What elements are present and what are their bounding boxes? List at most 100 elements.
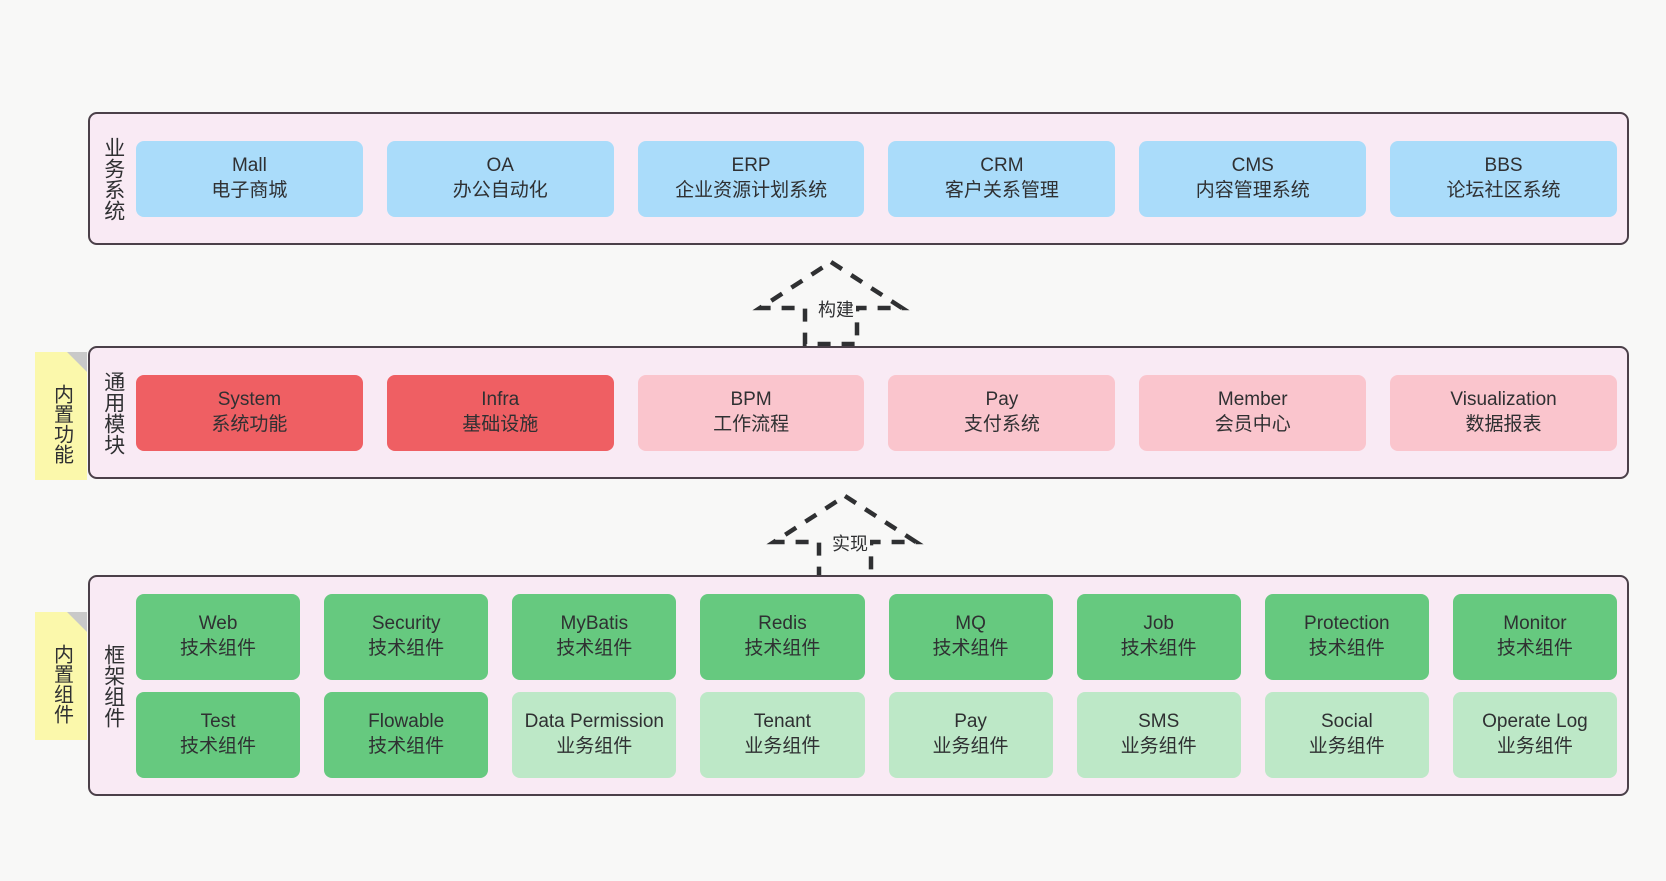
component-card-title: Redis <box>758 613 807 635</box>
component-card-subtitle: 技术组件 <box>1308 637 1385 659</box>
module-card-title: CRM <box>980 155 1024 177</box>
component-card-title: Test <box>200 711 236 733</box>
module-card-member[interactable]: Member 会员中心 <box>1139 374 1367 451</box>
component-card-title: Operate Log <box>1482 711 1588 733</box>
component-card-subtitle: 技术组件 <box>1496 637 1573 659</box>
component-card-monitor[interactable]: Monitor 技术组件 <box>1452 593 1617 680</box>
module-card-subtitle: 工作流程 <box>713 413 790 435</box>
module-card-erp[interactable]: ERP 企业资源计划系统 <box>637 140 865 217</box>
layer-row: Web 技术组件 Security 技术组件 MyBatis 技术组件 Redi… <box>136 593 1617 680</box>
layer-row: System 系统功能 Infra 基础设施 BPM 工作流程 Pay 支付系统… <box>136 374 1617 451</box>
module-card-cms[interactable]: CMS 内容管理系统 <box>1139 140 1367 217</box>
layer-body-framework-component: Web 技术组件 Security 技术组件 MyBatis 技术组件 Redi… <box>136 577 1627 794</box>
module-card-title: Member <box>1217 389 1288 411</box>
component-card-subtitle: 业务组件 <box>932 735 1009 757</box>
module-card-subtitle: 系统功能 <box>211 413 288 435</box>
module-card-oa[interactable]: OA 办公自动化 <box>386 140 614 217</box>
component-card-redis[interactable]: Redis 技术组件 <box>700 593 865 680</box>
arrow-label-build: 构建 <box>816 296 856 322</box>
module-card-subtitle: 企业资源计划系统 <box>675 179 828 201</box>
layer-body-business-system: Mall 电子商城 OA 办公自动化 ERP 企业资源计划系统 CRM 客户关系… <box>136 114 1627 243</box>
note-builtin-component: 内置组件 <box>35 612 87 740</box>
component-card-subtitle: 业务组件 <box>744 735 821 757</box>
note-text: 内置组件 <box>50 644 73 724</box>
component-card-title: MQ <box>955 613 986 635</box>
component-card-security[interactable]: Security 技术组件 <box>324 593 489 680</box>
component-card-data-permission[interactable]: Data Permission 业务组件 <box>512 691 677 778</box>
module-card-subtitle: 内容管理系统 <box>1195 179 1310 201</box>
component-card-subtitle: 技术组件 <box>556 637 633 659</box>
module-card-title: ERP <box>731 155 771 177</box>
module-card-title: OA <box>486 155 514 177</box>
component-card-subtitle: 业务组件 <box>1496 735 1573 757</box>
component-card-operate-log[interactable]: Operate Log 业务组件 <box>1452 691 1617 778</box>
note-builtin-function: 内置功能 <box>35 352 87 480</box>
component-card-title: Protection <box>1304 613 1390 635</box>
module-card-crm[interactable]: CRM 客户关系管理 <box>888 140 1116 217</box>
layer-common-module[interactable]: 通用模块 System 系统功能 Infra 基础设施 BPM 工作流程 Pay… <box>88 346 1629 479</box>
module-card-bbs[interactable]: BBS 论坛社区系统 <box>1390 140 1617 217</box>
component-card-title: SMS <box>1138 711 1180 733</box>
arrow-implement: 实现 <box>766 492 924 581</box>
arrow-label-implement: 实现 <box>830 530 870 556</box>
layer-body-common-module: System 系统功能 Infra 基础设施 BPM 工作流程 Pay 支付系统… <box>136 348 1627 477</box>
module-card-subtitle: 论坛社区系统 <box>1446 179 1561 201</box>
layer-title-framework-component: 框架组件 <box>101 643 125 728</box>
component-card-subtitle: 技术组件 <box>744 637 821 659</box>
arrow-build: 构建 <box>752 258 910 347</box>
module-card-infra[interactable]: Infra 基础设施 <box>386 374 614 451</box>
component-card-job[interactable]: Job 技术组件 <box>1076 593 1241 680</box>
component-card-title: Social <box>1320 711 1373 733</box>
note-text: 内置功能 <box>50 384 73 464</box>
module-card-title: System <box>217 389 282 411</box>
component-card-subtitle: 技术组件 <box>932 637 1009 659</box>
layer-title-business-system: 业务系统 <box>101 136 125 221</box>
component-card-title: Flowable <box>368 711 445 733</box>
component-card-title: MyBatis <box>560 613 629 635</box>
module-card-visualization[interactable]: Visualization 数据报表 <box>1390 374 1617 451</box>
component-card-title: Web <box>198 613 238 635</box>
module-card-subtitle: 电子商城 <box>211 179 288 201</box>
component-card-title: Data Permission <box>524 711 664 733</box>
arrow-shape <box>752 259 910 347</box>
module-card-subtitle: 基础设施 <box>462 413 539 435</box>
component-card-pay[interactable]: Pay 业务组件 <box>888 691 1053 778</box>
component-card-subtitle: 技术组件 <box>1120 637 1197 659</box>
component-card-sms[interactable]: SMS 业务组件 <box>1076 691 1241 778</box>
module-card-system[interactable]: System 系统功能 <box>136 374 363 451</box>
module-card-mall[interactable]: Mall 电子商城 <box>136 140 363 217</box>
component-card-title: Pay <box>954 711 987 733</box>
module-card-title: BBS <box>1484 155 1523 177</box>
module-card-title: Pay <box>985 389 1019 411</box>
component-card-test[interactable]: Test 技术组件 <box>136 691 301 778</box>
module-card-title: Visualization <box>1450 389 1557 411</box>
component-card-subtitle: 业务组件 <box>1308 735 1385 757</box>
layer-row: Mall 电子商城 OA 办公自动化 ERP 企业资源计划系统 CRM 客户关系… <box>136 140 1617 217</box>
component-card-subtitle: 业务组件 <box>556 735 633 757</box>
layer-framework-component[interactable]: 框架组件 Web 技术组件 Security 技术组件 MyBatis 技术组件… <box>88 575 1629 796</box>
component-card-tenant[interactable]: Tenant 业务组件 <box>700 691 865 778</box>
module-card-subtitle: 办公自动化 <box>452 179 548 201</box>
module-card-subtitle: 会员中心 <box>1214 413 1291 435</box>
component-card-mq[interactable]: MQ 技术组件 <box>888 593 1053 680</box>
component-card-title: Tenant <box>753 711 811 733</box>
component-card-mybatis[interactable]: MyBatis 技术组件 <box>512 593 677 680</box>
component-card-title: Job <box>1143 613 1174 635</box>
component-card-subtitle: 技术组件 <box>368 735 445 757</box>
component-card-flowable[interactable]: Flowable 技术组件 <box>324 691 489 778</box>
module-card-bpm[interactable]: BPM 工作流程 <box>637 374 865 451</box>
component-card-social[interactable]: Social 业务组件 <box>1264 691 1429 778</box>
module-card-subtitle: 数据报表 <box>1465 413 1542 435</box>
module-card-pay[interactable]: Pay 支付系统 <box>888 374 1116 451</box>
layer-business-system[interactable]: 业务系统 Mall 电子商城 OA 办公自动化 ERP 企业资源计划系统 CRM… <box>88 112 1629 245</box>
component-card-subtitle: 技术组件 <box>180 735 257 757</box>
component-card-web[interactable]: Web 技术组件 <box>136 593 301 680</box>
component-card-title: Monitor <box>1503 613 1567 635</box>
component-card-subtitle: 技术组件 <box>180 637 257 659</box>
module-card-title: Mall <box>231 155 267 177</box>
component-card-protection[interactable]: Protection 技术组件 <box>1264 593 1429 680</box>
layer-row: Test 技术组件 Flowable 技术组件 Data Permission … <box>136 691 1617 778</box>
module-card-subtitle: 客户关系管理 <box>944 179 1059 201</box>
module-card-subtitle: 支付系统 <box>963 413 1040 435</box>
